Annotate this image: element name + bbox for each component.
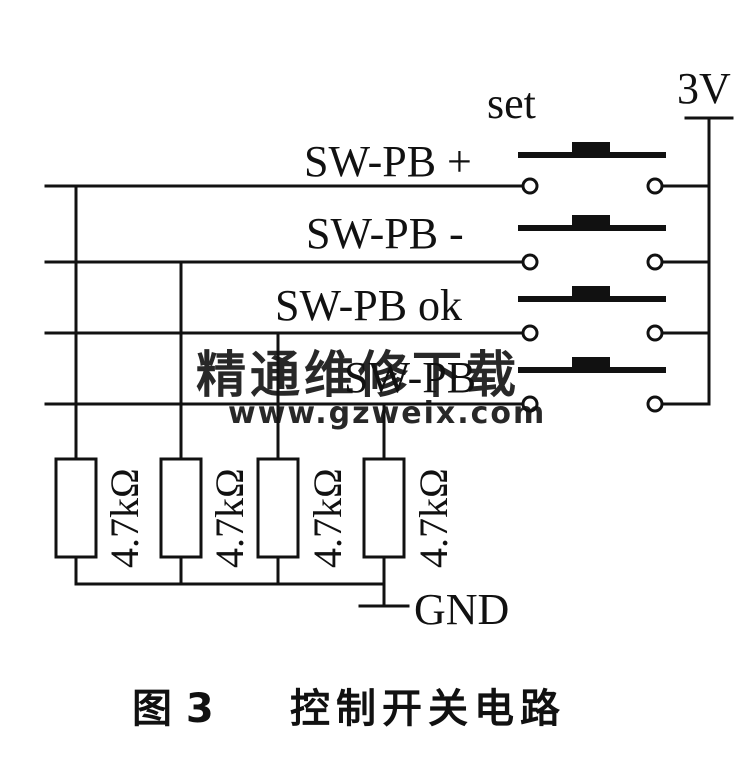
resistor-label-2: 4.7kΩ xyxy=(207,468,252,568)
resistor-label-1: 4.7kΩ xyxy=(102,468,147,568)
resistor-label-3: 4.7kΩ xyxy=(305,468,350,568)
switch-label-4: SW-PB xyxy=(344,353,476,402)
ground-label: GND xyxy=(414,585,509,634)
figure-title: 控制开关电路 xyxy=(290,686,566,732)
resistor-2 xyxy=(159,457,203,559)
switch-label-1: SW-PB + xyxy=(304,137,472,186)
push-button-switch-2 xyxy=(518,215,666,271)
supply-voltage-label: 3V xyxy=(677,64,731,113)
switch-label-3: SW-PB ok xyxy=(275,281,462,330)
figure-number: 图 3 xyxy=(132,686,214,732)
watermark-text: 精通维修下载 xyxy=(196,346,520,404)
resistor-label-4: 4.7kΩ xyxy=(411,468,456,568)
resistor-4 xyxy=(362,457,406,559)
resistor-3 xyxy=(256,457,300,559)
resistor-1 xyxy=(54,457,98,559)
push-button-switch-4 xyxy=(518,357,666,413)
push-button-switch-3 xyxy=(518,286,666,342)
push-button-switch-1 xyxy=(518,142,666,195)
switch-label-2: SW-PB - xyxy=(306,209,464,258)
watermark-url: www.gzweix.com xyxy=(228,396,546,431)
set-label: set xyxy=(487,79,536,128)
watermark: 精通维修下载 www.gzweix.com xyxy=(196,346,546,431)
